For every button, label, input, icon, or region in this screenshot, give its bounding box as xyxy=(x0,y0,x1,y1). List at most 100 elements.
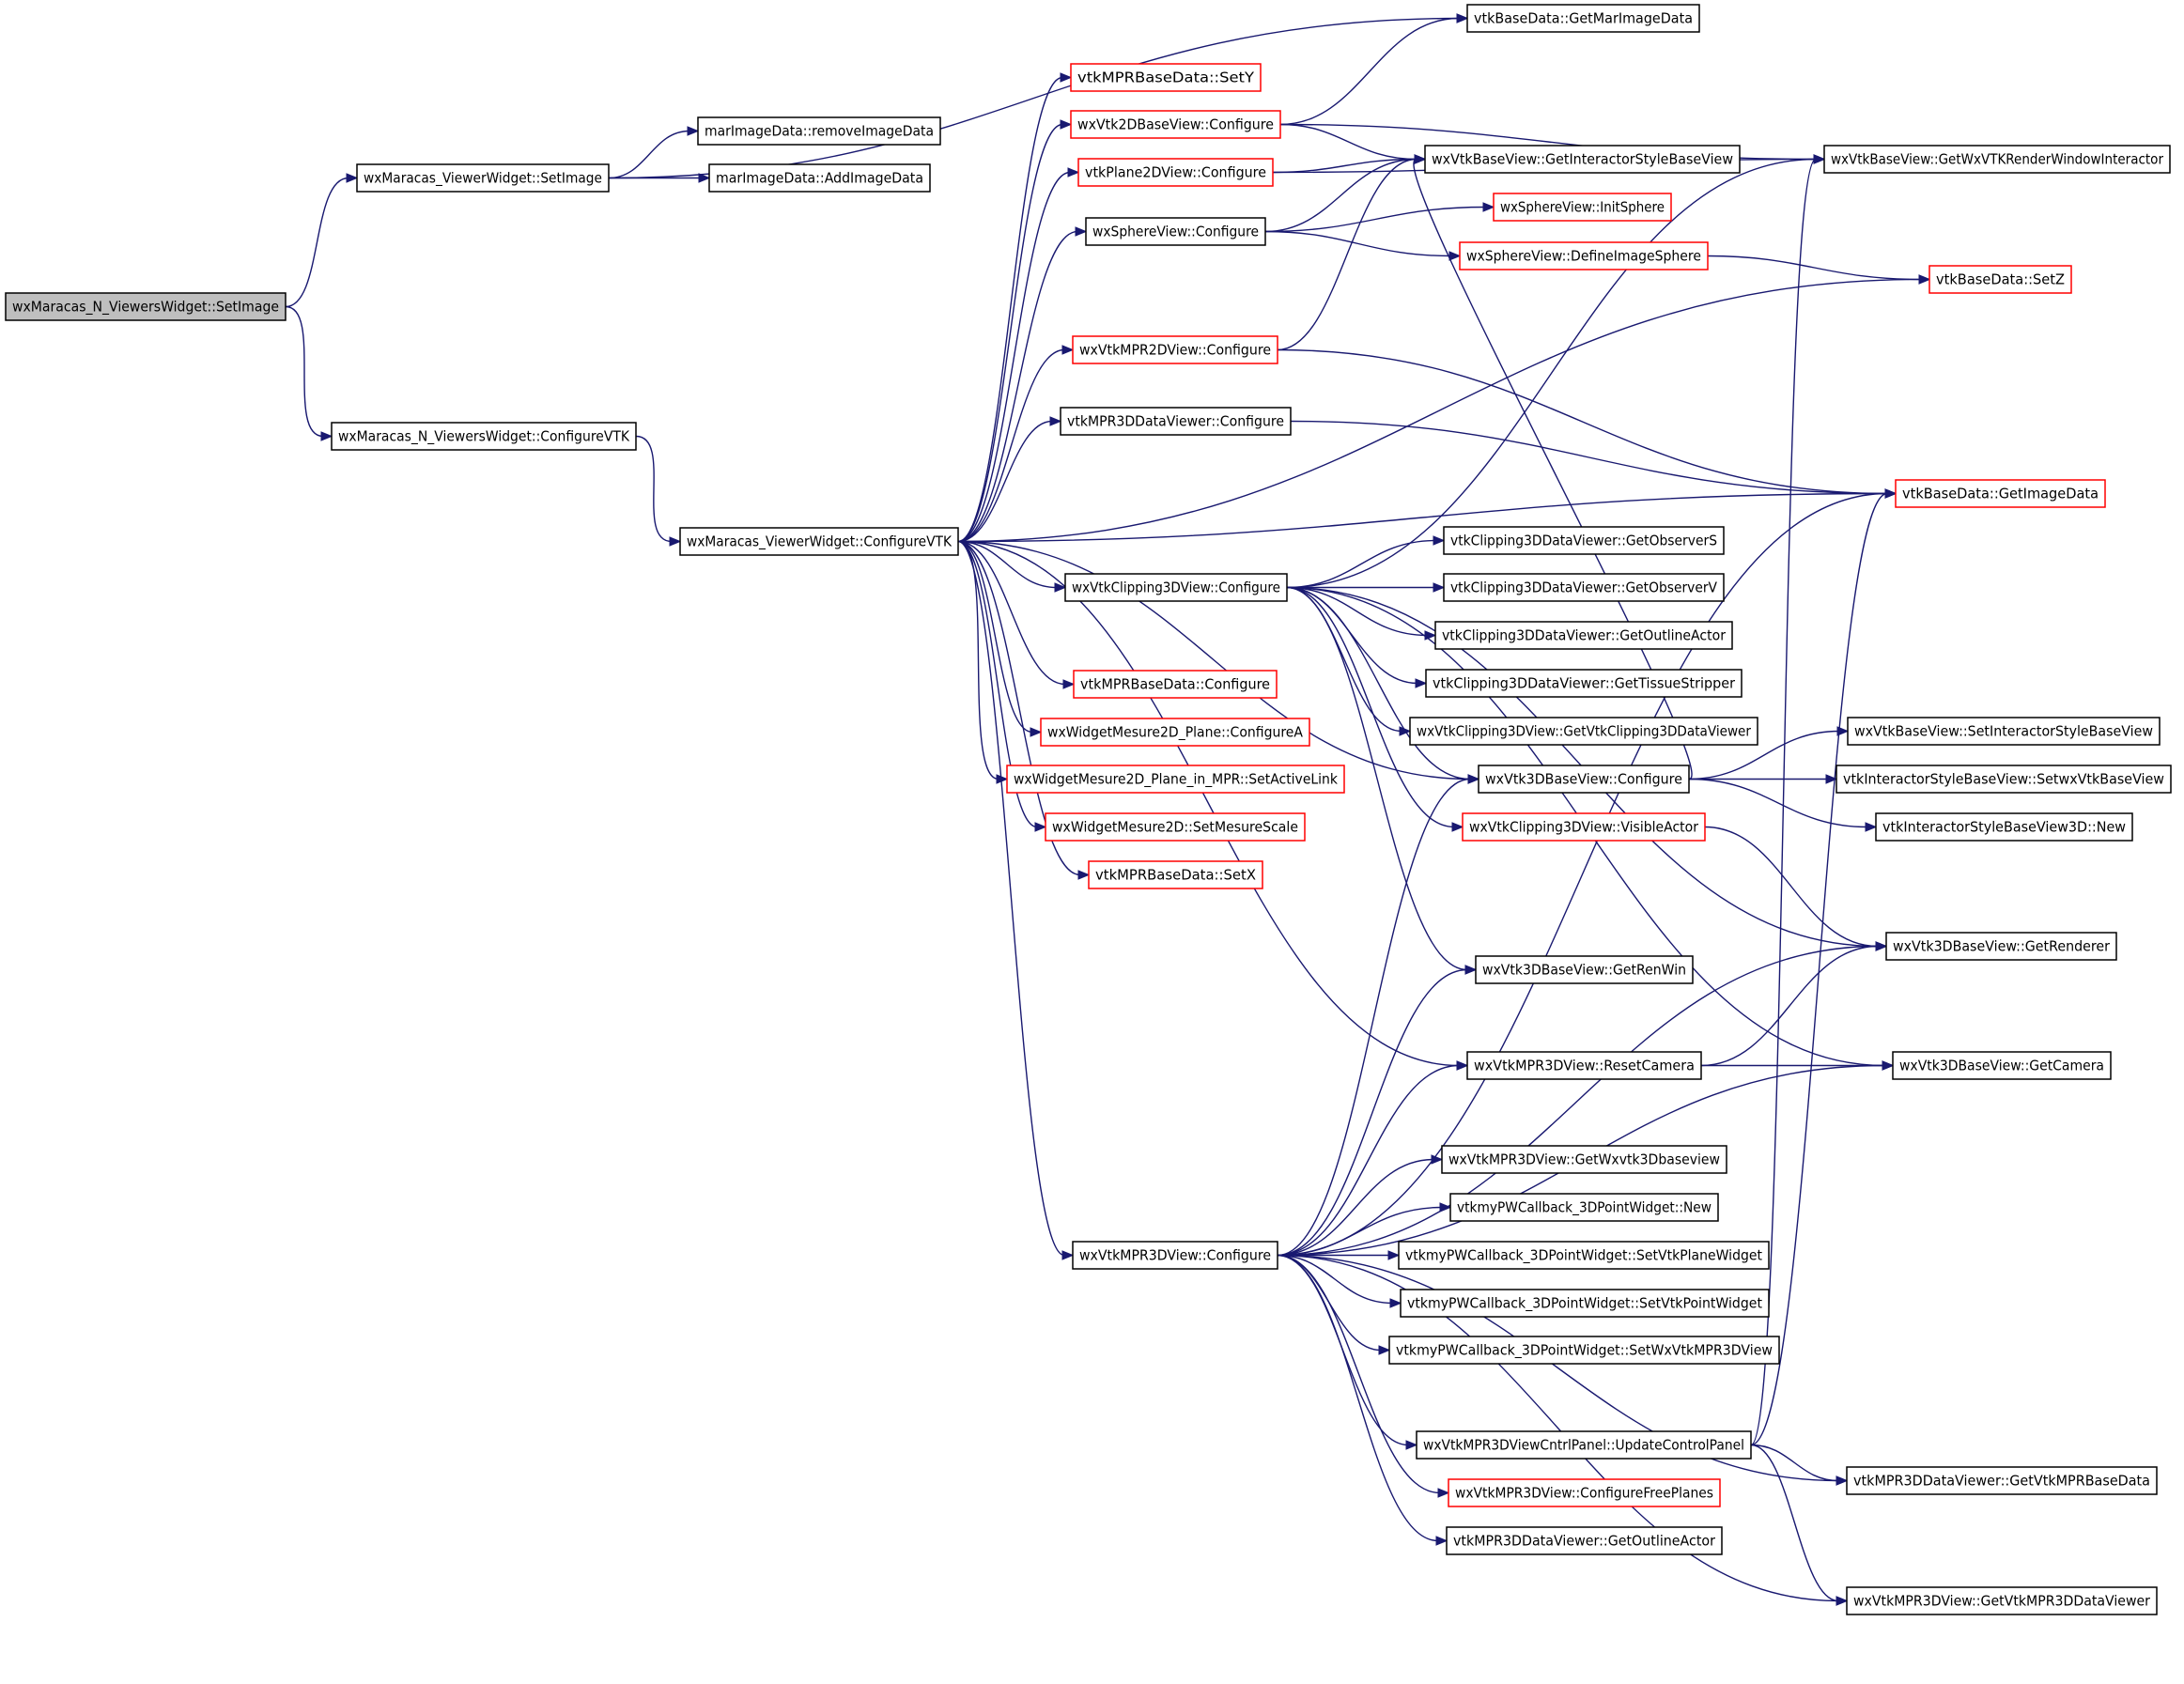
node-label: wxMaracas_N_ViewersWidget::SetImage xyxy=(12,299,279,317)
node-vtk-interactor-style-base-view3-d-new[interactable]: vtkInteractorStyleBaseView3D::New xyxy=(1875,812,2133,842)
call-edge-wx-vtk3-dbase-view-configure-to-vtk-interactor-style-base-view-setwx-vtk-base-view xyxy=(1689,774,1838,784)
arrow-head-icon xyxy=(1482,202,1495,212)
call-edge-wx-maracas-viewer-widget-configure-vtk-to-vtk-mpr3-ddata-viewer-configure xyxy=(957,416,1062,543)
node-label: wxVtk3DBaseView::GetRenderer xyxy=(1893,938,2111,955)
node-wx-maracas-n-viewers-widget-configure-vtk[interactable]: wxMaracas_N_ViewersWidget::ConfigureVTK xyxy=(331,422,637,451)
node-vtkmy-pwcallback-3-dpoint-widget-set-wx-vtk-mpr3-dview[interactable]: vtkmyPWCallback_3DPointWidget::SetWxVtkM… xyxy=(1388,1336,1780,1365)
node-label: vtkMPR3DDataViewer::GetVtkMPRBaseData xyxy=(1853,1473,2150,1490)
node-wx-vtk-mpr3-dview-get-wxvtk3-dbaseview[interactable]: wxVtkMPR3DView::GetWxvtk3Dbaseview xyxy=(1441,1145,1727,1174)
node-wx-vtk-clipping3-dview-configure[interactable]: wxVtkClipping3DView::Configure xyxy=(1064,573,1288,602)
node-wx-vtk3-dbase-view-get-ren-win[interactable]: wxVtk3DBaseView::GetRenWin xyxy=(1475,955,1694,984)
call-edge-wx-vtk-mpr3-dview-cntrl-panel-update-control-panel-to-vtk-mpr3-ddata-viewer-get-vtk-mprbase-data xyxy=(1750,1444,1849,1486)
node-wx-widget-mesure2-d-set-mesure-scale[interactable]: wxWidgetMesure2D::SetMesureScale xyxy=(1045,812,1306,842)
call-edge-wx-vtk-clipping3-dview-configure-to-vtk-clipping3-ddata-viewer-get-observer-s xyxy=(1286,535,1446,589)
node-wx-vtk-mpr3-dview-get-vtk-mpr3-ddata-viewer[interactable]: wxVtkMPR3DView::GetVtkMPR3DDataViewer xyxy=(1846,1586,2158,1615)
arrow-head-icon xyxy=(1813,154,1826,164)
arrow-head-icon xyxy=(1464,965,1478,975)
node-vtk-mprbase-data-set-x[interactable]: vtkMPRBaseData::SetX xyxy=(1088,860,1263,889)
node-vtk-clipping3-ddata-viewer-get-outline-actor[interactable]: vtkClipping3DDataViewer::GetOutlineActor xyxy=(1434,621,1733,650)
node-wx-vtk-base-view-get-interactor-style-base-view[interactable]: wxVtkBaseView::GetInteractorStyleBaseVie… xyxy=(1424,145,1741,174)
node-wx-vtk-mpr2-dview-configure[interactable]: wxVtkMPR2DView::Configure xyxy=(1072,335,1278,364)
node-vtkmy-pwcallback-3-dpoint-widget-set-vtk-plane-widget[interactable]: vtkmyPWCallback_3DPointWidget::SetVtkPla… xyxy=(1398,1241,1770,1270)
node-vtk-clipping3-ddata-viewer-get-observer-v[interactable]: vtkClipping3DDataViewer::GetObserverV xyxy=(1443,573,1725,602)
node-mar-image-data-remove-image-data[interactable]: marImageData::removeImageData xyxy=(697,116,941,146)
node-vtk-plane2-dview-configure[interactable]: vtkPlane2DView::Configure xyxy=(1077,158,1274,187)
node-vtkmy-pwcallback-3-dpoint-widget-new[interactable]: vtkmyPWCallback_3DPointWidget::New xyxy=(1449,1193,1719,1222)
node-vtk-clipping3-ddata-viewer-get-observer-s[interactable]: vtkClipping3DDataViewer::GetObserverS xyxy=(1443,526,1725,555)
arrow-head-icon xyxy=(1882,1060,1895,1071)
node-wx-vtk-mpr3-dview-configure-free-planes[interactable]: wxVtkMPR3DView::ConfigureFreePlanes xyxy=(1448,1478,1721,1507)
call-nodes: wxMaracas_N_ViewersWidget::SetImagewxMar… xyxy=(5,4,2172,1615)
call-edge-wx-maracas-viewer-widget-configure-vtk-to-vtk-base-data-get-image-data xyxy=(957,488,1897,543)
call-edge-wx-vtk-clipping3-dview-configure-to-wx-vtk-clipping3-dview-get-vtk-clipping3-ddata-viewer xyxy=(1286,586,1412,736)
call-edge-wx-maracas-viewer-widget-set-image-to-mar-image-data-remove-image-data xyxy=(608,126,700,179)
node-wx-vtk-mpr3-dview-cntrl-panel-update-control-panel[interactable]: wxVtkMPR3DViewCntrlPanel::UpdateControlP… xyxy=(1416,1430,1752,1460)
node-vtk-mpr3-ddata-viewer-get-outline-actor[interactable]: vtkMPR3DDataViewer::GetOutlineActor xyxy=(1446,1526,1723,1555)
call-edge-wx-maracas-viewer-widget-configure-vtk-to-vtk-plane2-dview-configure xyxy=(957,167,1080,543)
node-box xyxy=(1006,765,1345,794)
arrow-head-icon xyxy=(1456,13,1469,23)
node-vtk-mprbase-data-configure[interactable]: vtkMPRBaseData::Configure xyxy=(1073,670,1278,699)
node-wx-sphere-view-init-sphere[interactable]: wxSphereView::InitSphere xyxy=(1493,193,1672,222)
arrow-head-icon xyxy=(1062,679,1076,689)
arrow-head-icon xyxy=(1431,1154,1444,1165)
node-wx-vtk3-dbase-view-get-camera[interactable]: wxVtk3DBaseView::GetCamera xyxy=(1892,1051,2112,1080)
node-vtk-clipping3-ddata-viewer-get-tissue-stripper[interactable]: vtkClipping3DDataViewer::GetTissueStripp… xyxy=(1425,669,1743,698)
node-box xyxy=(1448,1478,1721,1507)
node-box xyxy=(697,116,941,146)
node-label: wxVtkMPR3DView::GetWxvtk3Dbaseview xyxy=(1448,1151,1720,1168)
node-vtk-mpr3-ddata-viewer-get-vtk-mprbase-data[interactable]: vtkMPR3DDataViewer::GetVtkMPRBaseData xyxy=(1846,1466,2158,1495)
arrow-head-icon xyxy=(1435,1536,1448,1546)
node-label: marImageData::AddImageData xyxy=(716,170,923,187)
call-edge-wx-vtk-mpr3-dview-configure-to-vtkmy-pwcallback-3-dpoint-widget-set-vtk-point-widget xyxy=(1277,1254,1402,1308)
node-wx-widget-mesure2-d-plane-configure-a[interactable]: wxWidgetMesure2D_Plane::ConfigureA xyxy=(1040,718,1310,747)
node-box xyxy=(1073,670,1278,699)
node-vtk-base-data-get-mar-image-data[interactable]: vtkBaseData::GetMarImageData xyxy=(1466,4,1700,33)
node-wx-sphere-view-configure[interactable]: wxSphereView::Configure xyxy=(1085,217,1266,246)
node-label: wxVtk3DBaseView::Configure xyxy=(1485,771,1682,788)
node-wx-maracas-viewer-widget-configure-vtk[interactable]: wxMaracas_ViewerWidget::ConfigureVTK xyxy=(679,527,959,556)
node-vtkmy-pwcallback-3-dpoint-widget-set-vtk-point-widget[interactable]: vtkmyPWCallback_3DPointWidget::SetVtkPoi… xyxy=(1400,1289,1770,1318)
node-wx-maracas-n-viewers-widget-set-image[interactable]: wxMaracas_N_ViewersWidget::SetImage xyxy=(5,292,287,321)
arrow-head-icon xyxy=(1405,1440,1418,1450)
node-vtk-mpr3-ddata-viewer-configure[interactable]: vtkMPR3DDataViewer::Configure xyxy=(1060,407,1292,436)
arrow-head-icon xyxy=(1414,154,1427,164)
node-box xyxy=(1475,955,1694,984)
arrow-head-icon xyxy=(1034,822,1047,832)
node-box xyxy=(1462,812,1706,842)
node-wx-vtk2-dbase-view-configure[interactable]: wxVtk2DBaseView::Configure xyxy=(1070,110,1281,139)
node-label: vtkInteractorStyleBaseView3D::New xyxy=(1882,819,2126,836)
node-box xyxy=(1449,1193,1719,1222)
node-label: wxMaracas_ViewerWidget::SetImage xyxy=(364,170,602,188)
node-vtk-base-data-get-image-data[interactable]: vtkBaseData::GetImageData xyxy=(1895,479,2106,508)
node-vtk-base-data-set-z[interactable]: vtkBaseData::SetZ xyxy=(1928,265,2072,294)
arrow-head-icon xyxy=(1439,1202,1452,1213)
node-wx-vtk-clipping3-dview-get-vtk-clipping3-ddata-viewer[interactable]: wxVtkClipping3DView::GetVtkClipping3DDat… xyxy=(1409,717,1758,746)
node-label: wxVtkMPR3DView::ConfigureFreePlanes xyxy=(1455,1485,1713,1502)
call-edge-wx-maracas-viewer-widget-configure-vtk-to-wx-widget-mesure2-d-set-mesure-scale xyxy=(957,540,1047,832)
node-vtk-mprbase-data-set-y[interactable]: vtkMPRBaseData::SetY xyxy=(1070,63,1262,92)
node-label: wxMaracas_N_ViewersWidget::ConfigureVTK xyxy=(338,428,630,446)
node-wx-vtk3-dbase-view-get-renderer[interactable]: wxVtk3DBaseView::GetRenderer xyxy=(1885,932,2117,961)
node-box xyxy=(1060,407,1292,436)
call-edge-wx-maracas-n-viewers-widget-configure-vtk-to-wx-maracas-viewer-widget-configure-vtk xyxy=(635,435,682,547)
node-wx-sphere-view-define-image-sphere[interactable]: wxSphereView::DefineImageSphere xyxy=(1459,241,1709,270)
call-edge-wx-vtk-mpr3-dview-configure-to-wx-vtk-mpr3-dview-configure-free-planes xyxy=(1277,1254,1450,1498)
node-box xyxy=(1064,573,1288,602)
node-wx-widget-mesure2-d-plane-in-mpr-set-active-link[interactable]: wxWidgetMesure2D_Plane_in_MPR::SetActive… xyxy=(1006,765,1345,794)
node-label: wxVtkBaseView::GetWxVTKRenderWindowInter… xyxy=(1831,151,2164,168)
node-wx-vtk-mpr3-dview-configure[interactable]: wxVtkMPR3DView::Configure xyxy=(1072,1241,1278,1270)
node-vtk-interactor-style-base-view-setwx-vtk-base-view[interactable]: vtkInteractorStyleBaseView::SetwxVtkBase… xyxy=(1835,765,2172,794)
node-wx-vtk-clipping3-dview-visible-actor[interactable]: wxVtkClipping3DView::VisibleActor xyxy=(1462,812,1706,842)
node-wx-maracas-viewer-widget-set-image[interactable]: wxMaracas_ViewerWidget::SetImage xyxy=(356,163,610,193)
node-mar-image-data-add-image-data[interactable]: marImageData::AddImageData xyxy=(708,163,931,193)
node-label: vtkmyPWCallback_3DPointWidget::SetWxVtkM… xyxy=(1396,1342,1773,1360)
call-edge-wx-maracas-viewer-widget-configure-vtk-to-wx-widget-mesure2-d-plane-configure-a xyxy=(957,540,1043,737)
node-label: vtkMPRBaseData::SetY xyxy=(1077,70,1255,86)
node-wx-vtk3-dbase-view-configure[interactable]: wxVtk3DBaseView::Configure xyxy=(1478,765,1690,794)
node-wx-vtk-base-view-set-interactor-style-base-view[interactable]: wxVtkBaseView::SetInteractorStyleBaseVie… xyxy=(1847,717,2161,746)
node-box xyxy=(1823,145,2171,174)
node-wx-vtk-mpr3-dview-reset-camera[interactable]: wxVtkMPR3DView::ResetCamera xyxy=(1466,1051,1702,1080)
node-wx-vtk-base-view-get-wx-vtkrender-window-interactor[interactable]: wxVtkBaseView::GetWxVTKRenderWindowInter… xyxy=(1823,145,2171,174)
call-edge-wx-maracas-viewer-widget-configure-vtk-to-vtk-mprbase-data-set-y xyxy=(957,72,1073,543)
